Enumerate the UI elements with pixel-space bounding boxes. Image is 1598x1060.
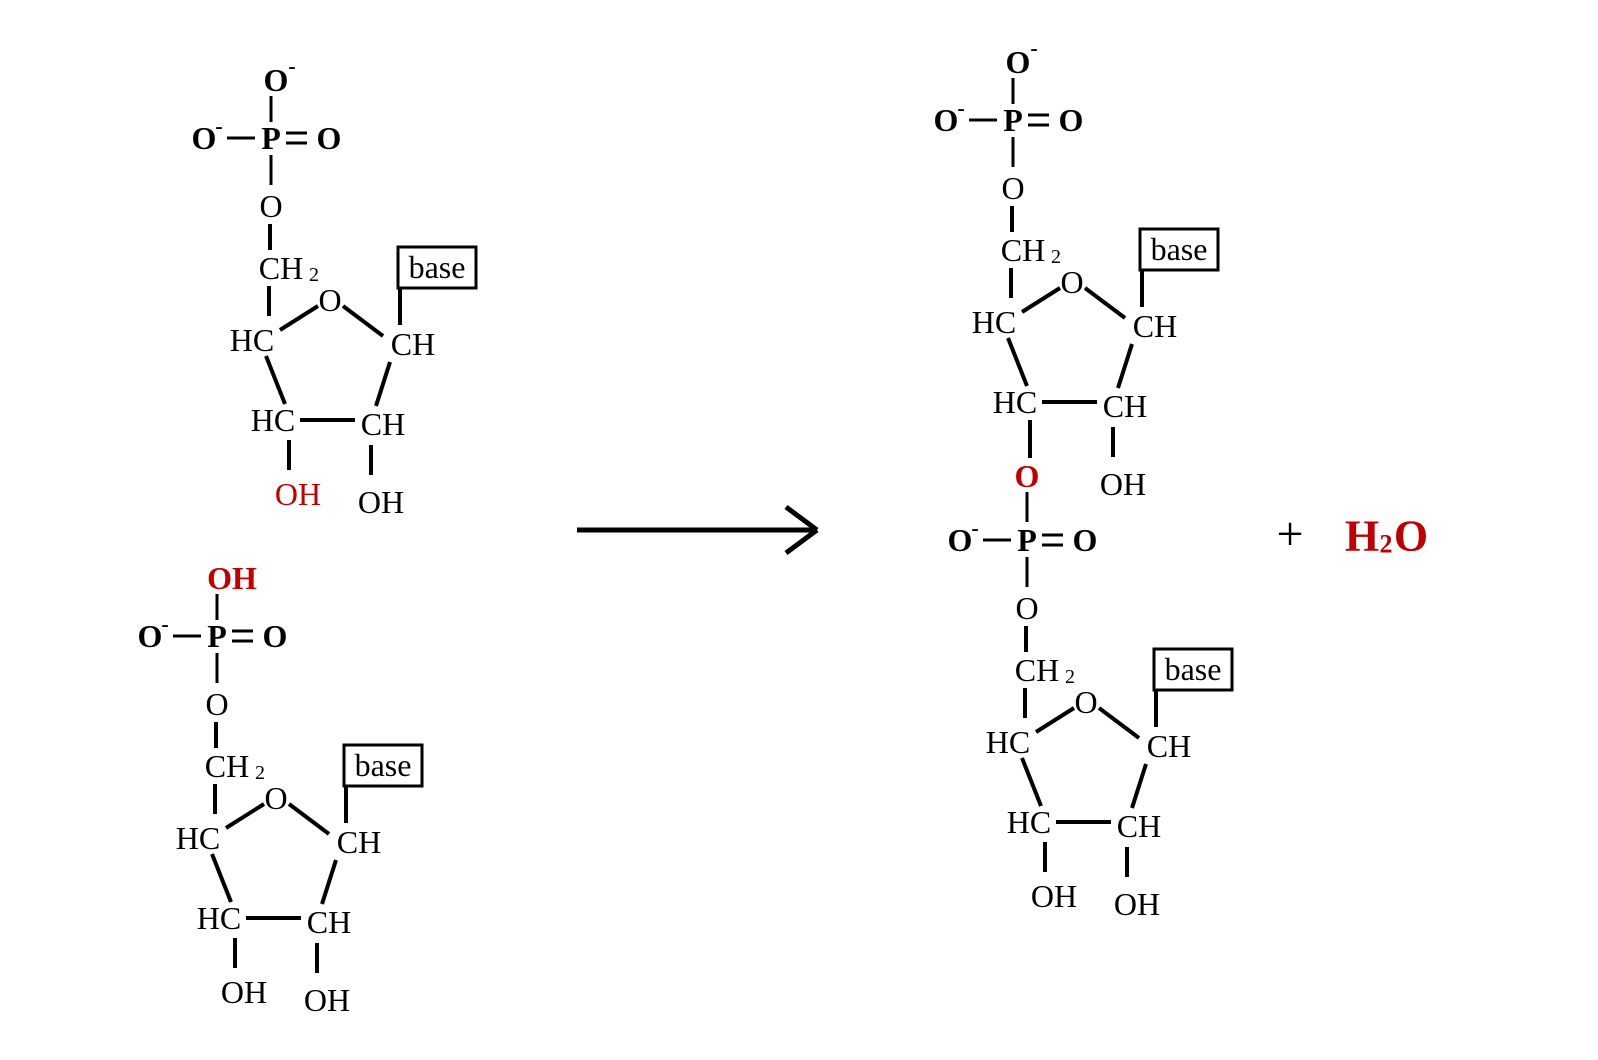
- water-o: O: [1394, 512, 1428, 561]
- phosphate-oxygen-left: O: [192, 120, 217, 156]
- ring-carbon-4: HC: [972, 304, 1016, 340]
- subscript-2: 2: [1065, 666, 1075, 688]
- negative-charge: -: [161, 612, 168, 637]
- bond-line: [1130, 763, 1148, 809]
- arrow-head-lower: [784, 527, 819, 556]
- phosphorus-atom: P: [1003, 102, 1023, 138]
- ring-carbon-2: CH: [1103, 388, 1147, 424]
- ring-carbon-2: CH: [1117, 808, 1161, 844]
- ring-oxygen: O: [264, 780, 287, 816]
- water-h: H: [1345, 512, 1379, 561]
- negative-charge: -: [288, 54, 295, 79]
- ring-carbon-3: HC: [197, 900, 241, 936]
- ring-carbon-1: CH: [1133, 308, 1177, 344]
- ester-oxygen: O: [205, 686, 228, 722]
- bond-line: [264, 355, 287, 405]
- phosphodiester-oxygen: O: [1015, 458, 1040, 494]
- two-prime-hydroxyl: OH: [304, 982, 350, 1018]
- bond-line: [1097, 706, 1141, 740]
- ester-oxygen: O: [259, 188, 282, 224]
- base-label: base: [1151, 231, 1208, 267]
- bond-line: [224, 802, 266, 830]
- negative-charge: -: [957, 96, 964, 121]
- negative-charge: -: [215, 114, 222, 139]
- ring-carbon-1: CH: [1147, 728, 1191, 764]
- bond-line: [1034, 706, 1076, 734]
- subscript-2: 2: [309, 264, 319, 286]
- phosphate-double-bond-oxygen: O: [1073, 522, 1098, 558]
- ring-carbon-4: HC: [230, 322, 274, 358]
- two-prime-hydroxyl: OH: [1100, 466, 1146, 502]
- bond-line: [1020, 757, 1043, 807]
- subscript-2: 2: [1051, 246, 1061, 268]
- ring-carbon-4: HC: [176, 820, 220, 856]
- negative-charge: -: [1030, 36, 1037, 61]
- base-label: base: [355, 747, 412, 783]
- ring-carbon-1: CH: [391, 326, 435, 362]
- reaction-arrow: [577, 504, 819, 556]
- water-subscript: 2: [1380, 530, 1393, 559]
- phosphate-oxygen-left: O: [934, 102, 959, 138]
- three-prime-hydroxyl: OH: [275, 476, 321, 512]
- ch2-group: CH: [1015, 652, 1059, 688]
- phosphorus-atom: P: [207, 618, 227, 654]
- bond-line: [1006, 337, 1029, 387]
- bond-line: [210, 853, 233, 903]
- ch2-group: CH: [259, 250, 303, 286]
- ring-oxygen: O: [1060, 264, 1083, 300]
- ch2-group: CH: [205, 748, 249, 784]
- phosphate-oxygen-left: O: [138, 618, 163, 654]
- base-box: [342, 743, 424, 788]
- plus-sign: +: [1276, 508, 1303, 561]
- bond-line: [1020, 286, 1062, 314]
- bond-line: [278, 304, 320, 332]
- ch2-group: CH: [1001, 232, 1045, 268]
- ring-carbon-2: CH: [307, 904, 351, 940]
- base-label: base: [1165, 651, 1222, 687]
- two-prime-hydroxyl: OH: [1114, 886, 1160, 922]
- base-box: [1152, 647, 1234, 692]
- ring-oxygen: O: [318, 282, 341, 318]
- ring-carbon-3: HC: [251, 402, 295, 438]
- phosphate-oxygen-top: O: [1006, 44, 1031, 80]
- bond-line: [1083, 286, 1127, 320]
- phosphate-double-bond-oxygen: O: [263, 618, 288, 654]
- phosphorus-atom: P: [1017, 522, 1037, 558]
- bond-line: [374, 361, 392, 407]
- base-box: [396, 245, 478, 290]
- ring-carbon-3: HC: [993, 384, 1037, 420]
- arrow-head-upper: [784, 504, 819, 533]
- phosphate-oxygen-top: O: [264, 62, 289, 98]
- three-prime-hydroxyl: OH: [221, 974, 267, 1010]
- two-prime-hydroxyl: OH: [358, 484, 404, 520]
- ring-carbon-1: CH: [337, 824, 381, 860]
- phosphate-hydroxyl-top: OH: [207, 560, 257, 596]
- phosphorus-atom: P: [261, 120, 281, 156]
- base-box: [1138, 227, 1220, 272]
- ester-oxygen: O: [1001, 170, 1024, 206]
- ring-carbon-4: HC: [986, 724, 1030, 760]
- ester-oxygen: O: [1015, 590, 1038, 626]
- ring-oxygen: O: [1074, 684, 1097, 720]
- negative-charge: -: [971, 516, 978, 541]
- phosphate-double-bond-oxygen: O: [1059, 102, 1084, 138]
- subscript-2: 2: [255, 762, 265, 784]
- ring-carbon-2: CH: [361, 406, 405, 442]
- three-prime-hydroxyl: OH: [1031, 878, 1077, 914]
- bond-line: [1116, 343, 1134, 389]
- base-label: base: [409, 249, 466, 285]
- bond-line: [341, 304, 385, 338]
- bond-line: [287, 802, 331, 836]
- ring-carbon-3: HC: [1007, 804, 1051, 840]
- phosphate-oxygen-left: O: [948, 522, 973, 558]
- phosphate-double-bond-oxygen: O: [317, 120, 342, 156]
- bond-line: [320, 859, 338, 905]
